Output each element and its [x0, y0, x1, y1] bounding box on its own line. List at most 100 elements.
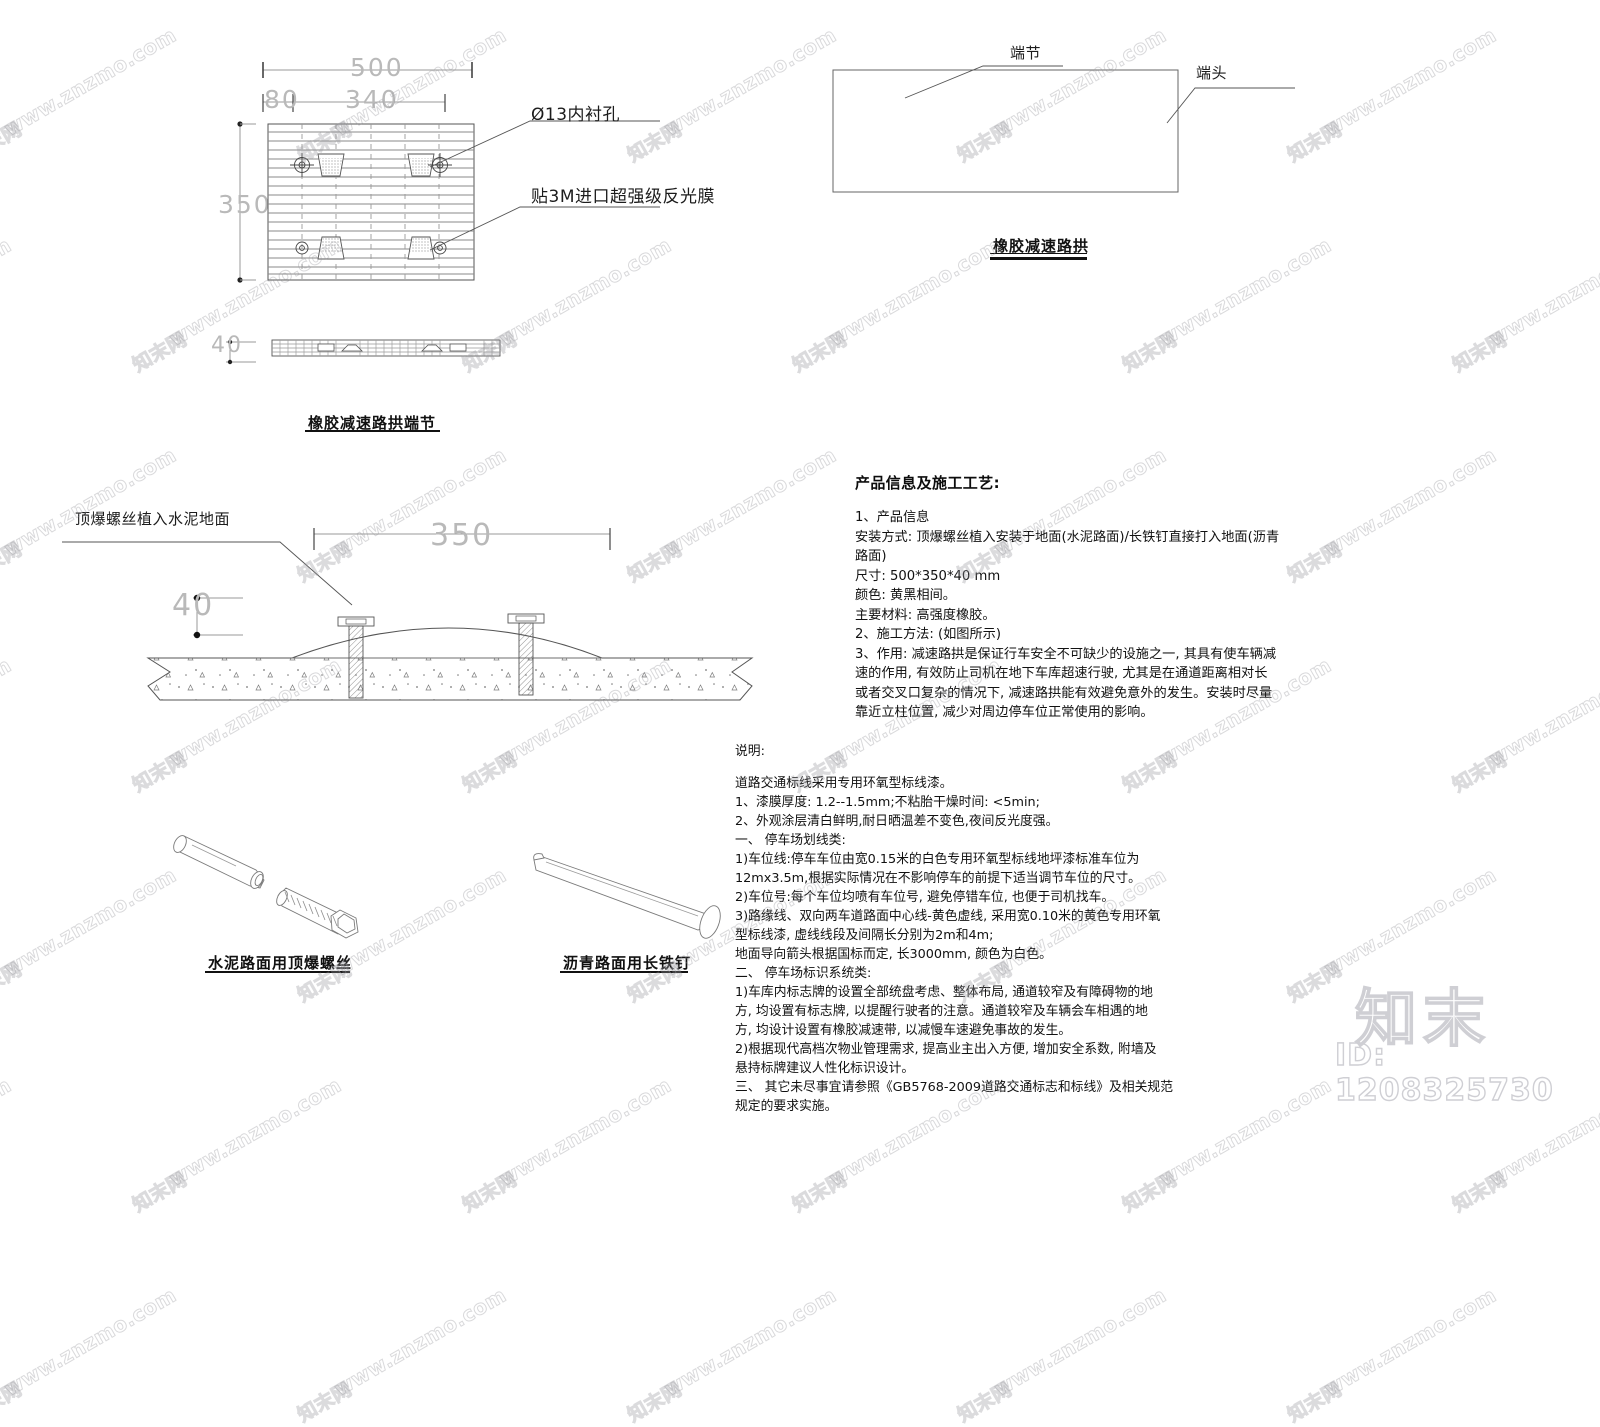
watermark-text-cn: 知末网 — [0, 118, 26, 167]
notes-line: 2)根据现代高档次物业管理需求, 提高业主出入方便, 增加安全系数, 附墙及 — [735, 1042, 1157, 1057]
notes-line: 方, 均设置有标志牌, 以提醒行驶者的注意。通道较窄及车辆会车相遇的地 — [735, 1004, 1148, 1019]
callout-duantou: 端头 — [1196, 64, 1228, 82]
plan-body — [267, 123, 475, 281]
watermark-text: www.znzmo.com — [1485, 232, 1600, 351]
notes-line: 一、 停车场划线类: — [735, 833, 846, 848]
product-info-line: 或者交叉口复杂的情况下, 减速路拱能有效避免意外的发生。安装时尽量 — [855, 685, 1273, 701]
watermark-text-cn: 知末网 — [459, 748, 522, 797]
watermark-text-cn: 知末网 — [459, 1168, 522, 1217]
notes-line: 型标线漆, 虚线线段及间隔长分别为2m和4m; — [735, 928, 994, 943]
watermark-text: www.znzmo.com — [495, 1072, 676, 1191]
watermark-text: www.znzmo.com — [825, 232, 1006, 351]
notes-line: 12mx3.5m,根据实际情况在不影响停车的前提下适当调节车位的尺寸。 — [735, 871, 1141, 886]
watermark-text-cn: 知末网 — [1119, 328, 1182, 377]
section-dim-350-text: 350 — [430, 518, 494, 553]
watermark-text-cn: 知末网 — [0, 538, 26, 587]
dim-40 — [226, 339, 256, 365]
section-dim-350 — [313, 528, 611, 550]
fastener-anchor-bolt-drawing — [173, 835, 359, 939]
dim-350 — [237, 121, 256, 283]
product-info-lines: 1、产品信息安装方式: 顶爆螺丝植入安装于地面(水泥路面)/长铁钉直接打入地面(… — [855, 509, 1325, 723]
watermark-text-cn: 知末网 — [1284, 958, 1347, 1007]
fastener-title-underline-concrete — [205, 971, 350, 973]
dim-80-text: 80 — [264, 85, 300, 114]
section-leader — [62, 541, 353, 606]
notes-line: 1)车位线:停车车位由宽0.15米的白色专用环氧型标线地坪漆标准车位为 — [735, 852, 1140, 867]
product-info-line: 3、作用: 减速路拱是保证行车安全不可缺少的设施之一, 其具有使车辆减 — [855, 646, 1277, 662]
notes-line: 二、 停车场标识系统类: — [735, 966, 872, 981]
assembly-outline — [832, 69, 1179, 193]
watermark-text: www.znzmo.com — [330, 1282, 511, 1401]
watermark-text-cn: 知末网 — [1449, 748, 1512, 797]
plan-edge-profile — [271, 339, 501, 357]
watermark-text-cn: 知末网 — [0, 958, 26, 1007]
notes-line: 1)车库内标志牌的设置全部统盘考虑、整体布局, 通道较窄及有障碍物的地 — [735, 985, 1153, 1000]
fastener-title-concrete: 水泥路面用顶爆螺丝 — [208, 954, 353, 972]
watermark-text-cn: 知末网 — [129, 328, 192, 377]
dim-500 — [262, 62, 473, 78]
watermark-text: www.znzmo.com — [1320, 22, 1501, 141]
watermark-text-cn: 知末网 — [129, 1168, 192, 1217]
product-info-line: 2、施工方法: (如图所示) — [855, 627, 1002, 642]
notes-line: 3)路缘线、双向两车道路面中心线-黄色虚线, 采用宽0.10米的黄色专用环氧 — [735, 909, 1161, 924]
notes-line: 地面导向箭头根据国标而定, 长3000mm, 颜色为白色。 — [735, 947, 1052, 962]
watermark-text: www.znzmo.com — [0, 22, 181, 141]
assembly-leader-duanjie — [904, 65, 1063, 99]
product-info-line: 1、产品信息 — [855, 510, 930, 525]
callout-film: 贴3M进口超强级反光膜 — [531, 187, 715, 207]
notes-line: 规定的要求实施。 — [735, 1099, 838, 1114]
section-dim-40 — [193, 594, 243, 639]
watermark-text: www.znzmo.com — [660, 442, 841, 561]
watermark-text: www.znzmo.com — [165, 1072, 346, 1191]
assembly-title-underline-1 — [990, 253, 1087, 254]
watermark-text-cn: 知末网 — [954, 1378, 1017, 1427]
brand-watermark: 知末 — [1354, 981, 1492, 1056]
watermark-text: www.znzmo.com — [1155, 232, 1336, 351]
dim-80-340 — [262, 94, 446, 112]
notes-line: 道路交通标线采用专用环氧型标线漆。 — [735, 776, 953, 791]
watermark-text-cn: 知末网 — [129, 748, 192, 797]
notes-block: 说明: 道路交通标线采用专用环氧型标线漆。 1、漆膜厚度: 1.2--1.5mm;… — [735, 740, 1195, 1117]
watermark-text: www.znzmo.com — [0, 862, 181, 981]
watermark-text: www.znzmo.com — [0, 1282, 181, 1401]
watermark-text: www.znzmo.com — [660, 1282, 841, 1401]
product-info-line: 靠近立柱位置, 减少对周边停车位正常使用的影响。 — [855, 705, 1154, 720]
fastener-title-asphalt: 沥青路面用长铁钉 — [563, 954, 692, 972]
watermark-text: www.znzmo.com — [0, 1072, 16, 1191]
notes-line: 悬持标牌建议人性化标识设计。 — [735, 1061, 915, 1076]
notes-line: 三、 其它未尽事宜请参照《GB5768-2009道路交通标志和标线》及相关规范 — [735, 1080, 1174, 1095]
plan-view-title: 橡胶减速路拱端节 — [308, 414, 437, 432]
dim-340-text: 340 — [345, 85, 399, 114]
notes-lines: 道路交通标线采用专用环氧型标线漆。 1、漆膜厚度: 1.2--1.5mm;不粘胎干… — [735, 775, 1195, 1116]
assembly-view-title: 橡胶减速路拱 — [993, 237, 1090, 255]
fastener-title-underline-asphalt — [560, 971, 688, 973]
dim-500-text: 500 — [350, 53, 404, 82]
product-info-line: 颜色: 黄黑相间。 — [855, 588, 956, 603]
callout-hole: Ø13内衬孔 — [531, 105, 621, 125]
assembly-title-underline-2 — [990, 257, 1087, 260]
plan-title-underline — [305, 430, 440, 432]
product-info-heading: 产品信息及施工工艺: — [855, 474, 1000, 492]
product-info-block: 产品信息及施工工艺: 1、产品信息安装方式: 顶爆螺丝植入安装于地面(水泥路面)… — [855, 472, 1325, 724]
notes-line: 方, 均设计设置有橡胶减速带, 以减慢车速避免事故的发生。 — [735, 1023, 1072, 1038]
watermark-text-cn: 知末网 — [624, 538, 687, 587]
watermark-text-cn: 知末网 — [294, 1378, 357, 1427]
fastener-long-nail-drawing — [533, 853, 721, 939]
watermark-text-cn: 知末网 — [1449, 1168, 1512, 1217]
watermark-text-cn: 知末网 — [0, 1378, 26, 1427]
watermark-text-cn: 知末网 — [1119, 1168, 1182, 1217]
product-info-line: 路面) — [855, 549, 887, 564]
section-dim-40-text: 40 — [172, 588, 215, 623]
watermark-text: www.znzmo.com — [1320, 442, 1501, 561]
notes-line: 2、外观涂层清白鲜明,耐日晒温差不变色,夜间反光度强。 — [735, 814, 1059, 829]
dim-40-text: 40 — [211, 333, 243, 358]
notes-heading: 说明: — [735, 744, 765, 759]
callout-anchor-bolt: 顶爆螺丝植入水泥地面 — [75, 510, 231, 528]
dim-350-text: 350 — [218, 190, 272, 219]
assembly-leader-duantou — [1166, 87, 1295, 124]
watermark-text-cn: 知末网 — [1284, 1378, 1347, 1427]
watermark-text: www.znzmo.com — [990, 1282, 1171, 1401]
watermark-text-cn: 知末网 — [789, 328, 852, 377]
product-info-line: 速的作用, 有效防止司机在地下车库超速行驶, 尤其是在通道距离相对长 — [855, 666, 1268, 681]
notes-line: 1、漆膜厚度: 1.2--1.5mm;不粘胎干燥时间: <5min; — [735, 795, 1040, 810]
